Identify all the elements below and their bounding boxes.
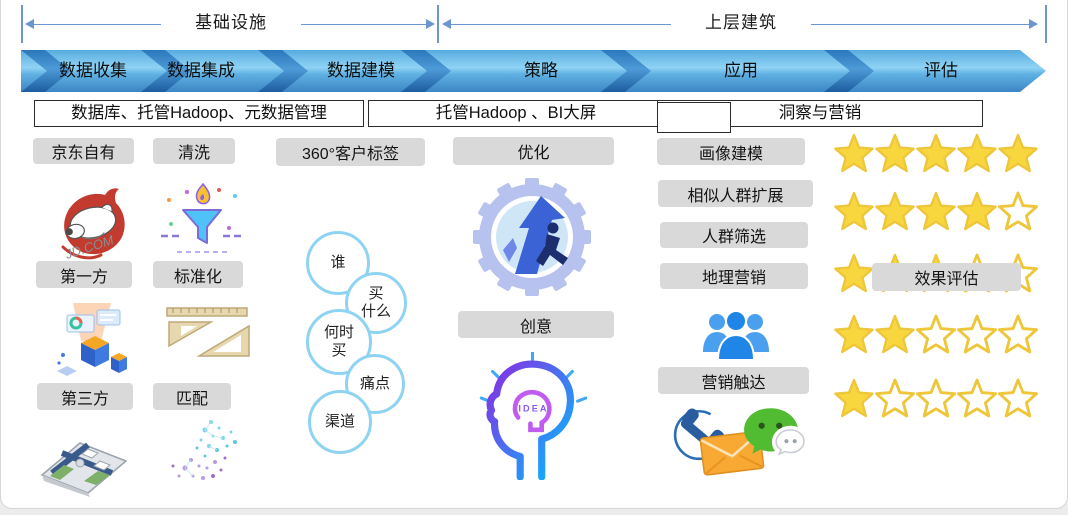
stage-evaluation: 评估	[924, 61, 958, 80]
particle-network-icon	[171, 420, 237, 480]
triangle-ruler-icon	[166, 307, 250, 357]
star-outline-icon	[957, 314, 997, 354]
bracket-label-superstructure: 上层建筑	[705, 13, 777, 32]
bracket-tick	[21, 5, 23, 43]
idea-text: IDEA	[518, 403, 548, 413]
star-outline-icon	[998, 378, 1038, 418]
label-match: 匹配	[153, 383, 231, 410]
label-jd-own: 京东自有	[33, 138, 134, 164]
label-first-party: 第一方	[36, 261, 132, 288]
star-outline-icon	[875, 378, 915, 418]
label-360-customer-tag: 360°客户标签	[276, 138, 425, 166]
stage-application: 应用	[724, 61, 758, 80]
star-outline-icon	[998, 314, 1038, 354]
label-profile-modeling: 画像建模	[657, 138, 805, 165]
bracket-arrow-left-icon	[25, 19, 34, 29]
label-marketing-reach: 营销触达	[658, 367, 809, 394]
label-geo-marketing: 地理营销	[660, 263, 808, 289]
bracket-line	[451, 24, 671, 25]
star-filled-icon	[998, 133, 1038, 173]
bracket-label-infrastructure: 基础设施	[195, 13, 267, 32]
bracket-line	[34, 24, 161, 25]
label-lookalike-expansion: 相似人群扩展	[658, 180, 813, 207]
empty-box	[657, 102, 731, 133]
bracket-line	[811, 24, 1037, 25]
bubble-buy-what: 买 什么	[345, 272, 407, 334]
process-bar: 数据收集 数据集成 数据建模 策略 应用 评估	[21, 50, 1047, 92]
envelope-icon	[699, 430, 765, 476]
gear-growth-icon	[473, 178, 591, 296]
infra-box-hadoop-bi: 托管Hadoop 、BI大屏	[368, 100, 664, 127]
star-filled-icon	[957, 133, 997, 173]
city-map-icon	[40, 442, 128, 497]
star-outline-icon	[957, 378, 997, 418]
star-filled-icon	[834, 191, 874, 231]
star-filled-icon	[957, 191, 997, 231]
label-optimize: 优化	[453, 137, 614, 165]
label-clean: 清洗	[153, 138, 235, 164]
bracket-arrow-right-icon	[426, 19, 435, 29]
bracket-arrow-left-icon	[442, 19, 451, 29]
star-filled-icon	[834, 378, 874, 418]
people-group-icon	[703, 310, 769, 361]
star-filled-icon	[875, 314, 915, 354]
star-filled-icon	[834, 253, 874, 293]
star-outline-icon	[998, 191, 1038, 231]
star-filled-icon	[875, 191, 915, 231]
star-filled-icon	[834, 133, 874, 173]
bracket-line	[301, 24, 426, 25]
infra-box-database: 数据库、托管Hadoop、元数据管理	[34, 100, 364, 127]
star-filled-icon	[916, 133, 956, 173]
star-filled-icon	[834, 314, 874, 354]
label-standardize: 标准化	[153, 261, 243, 288]
data-platform-icon	[57, 303, 127, 376]
star-filled-icon	[875, 133, 915, 173]
label-creative: 创意	[458, 311, 614, 338]
label-audience-filter: 人群筛选	[660, 222, 808, 248]
wechat-icon	[744, 408, 805, 456]
star-outline-icon	[916, 378, 956, 418]
stage-strategy: 策略	[524, 61, 558, 80]
star-grid	[834, 133, 1044, 428]
stage-data-collection: 数据收集	[59, 61, 127, 80]
stage-data-integration: 数据集成	[167, 61, 235, 80]
bracket-tick	[437, 5, 439, 43]
bubble-channel: 渠道	[308, 390, 372, 454]
stage-data-modeling: 数据建模	[327, 61, 395, 80]
funnel-icon	[161, 182, 243, 253]
label-third-party: 第三方	[37, 383, 133, 410]
idea-head-icon: IDEA	[479, 352, 587, 480]
jd-logo-icon: JD.COM	[61, 188, 125, 262]
label-effect-evaluation: 效果评估	[872, 263, 1021, 291]
star-filled-icon	[916, 191, 956, 231]
bracket-tick	[1045, 5, 1047, 43]
star-outline-icon	[916, 314, 956, 354]
bracket-arrow-right-icon	[1029, 19, 1038, 29]
